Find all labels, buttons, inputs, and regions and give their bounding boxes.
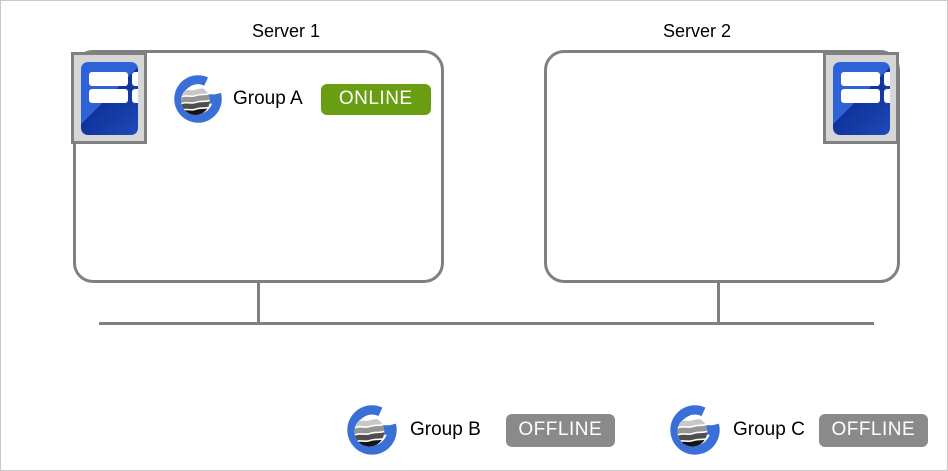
server2-tower-icon [823, 52, 899, 144]
server-drive-tab [884, 89, 890, 103]
group-c-row: Group C OFFLINE [669, 404, 928, 456]
server-drive-tab [132, 72, 138, 86]
server1-network-connector [257, 282, 260, 324]
server-drive-bar [841, 89, 880, 103]
server-drive-bar [89, 89, 128, 103]
server-drive-bar [841, 72, 880, 86]
group-a-status-badge: ONLINE [320, 83, 431, 115]
server-drive-tab [884, 72, 890, 86]
group-c-name: Group C [733, 419, 805, 440]
availability-group-globe-icon [173, 74, 223, 124]
server1-tower-icon [71, 52, 147, 144]
availability-group-globe-icon [669, 404, 721, 456]
server2-network-connector [717, 282, 720, 324]
network-bus-line [99, 322, 874, 325]
server2-label: Server 2 [662, 21, 732, 41]
group-c-status-badge: OFFLINE [818, 413, 928, 447]
server-drive-tab [132, 89, 138, 103]
group-b-status-badge: OFFLINE [505, 413, 615, 447]
server-drive-bar [89, 72, 128, 86]
group-b-name: Group B [410, 419, 481, 440]
server-tower-body [81, 62, 138, 135]
group-a-name: Group A [233, 88, 303, 109]
availability-group-globe-icon [346, 404, 398, 456]
server1-label: Server 1 [251, 21, 321, 41]
server-tower-body [833, 62, 890, 135]
group-a-row: Group A ONLINE [173, 74, 431, 124]
group-b-row: Group B OFFLINE [346, 404, 615, 456]
